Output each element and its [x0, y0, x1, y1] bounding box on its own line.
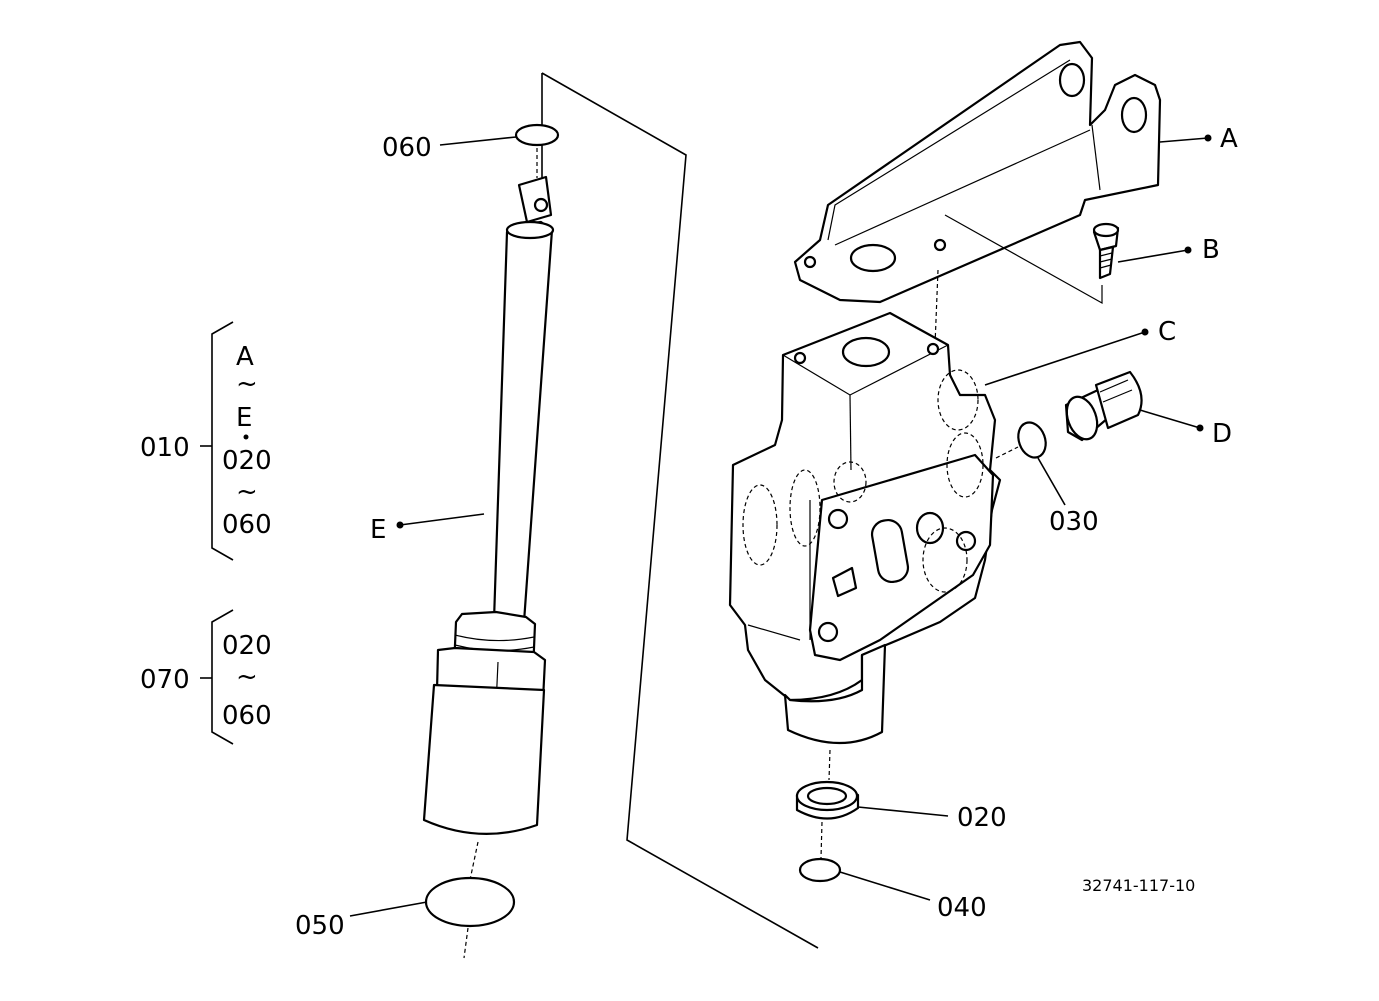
o-ring-060-top	[514, 123, 560, 147]
group-010-tilde1: ~	[236, 369, 258, 399]
group-010-tilde2: ~	[236, 477, 258, 507]
label-A: A	[1220, 124, 1238, 154]
group-070-line2: 060	[222, 701, 272, 731]
group-070-line1: 020	[222, 631, 272, 661]
label-070: 070	[140, 665, 190, 695]
o-ring-040	[798, 821, 842, 883]
group-010-line3: 020	[222, 446, 272, 476]
o-ring-050	[424, 876, 516, 959]
label-E: E	[370, 515, 386, 545]
label-030: 030	[1049, 507, 1099, 537]
group-010-line4: 060	[222, 510, 272, 540]
labels: 060 A B C D 030 E 020 040 050 32741-117-…	[140, 124, 1238, 941]
spool-E	[422, 148, 555, 881]
label-010: 010	[140, 433, 190, 463]
group-070-tilde: ~	[236, 662, 258, 692]
valve-body-C	[728, 311, 1002, 745]
group-010-line2: E	[236, 403, 252, 433]
label-C: C	[1158, 317, 1176, 347]
o-ring-030	[995, 421, 1047, 459]
label-020: 020	[957, 803, 1007, 833]
label-060-top: 060	[382, 133, 432, 163]
plug-D	[1064, 370, 1143, 442]
reference-code: 32741-117-10	[1082, 876, 1195, 895]
group-bracket-010	[200, 321, 234, 561]
group-bracket-070	[200, 609, 234, 745]
leader-lines	[243, 134, 1212, 917]
seal-020	[795, 749, 860, 820]
label-D: D	[1212, 419, 1232, 449]
bolt-B	[1092, 222, 1120, 280]
label-050: 050	[295, 911, 345, 941]
bracket-A	[793, 40, 1162, 346]
group-010-line1: A	[236, 342, 254, 372]
label-040: 040	[937, 893, 987, 923]
label-B: B	[1202, 235, 1220, 265]
